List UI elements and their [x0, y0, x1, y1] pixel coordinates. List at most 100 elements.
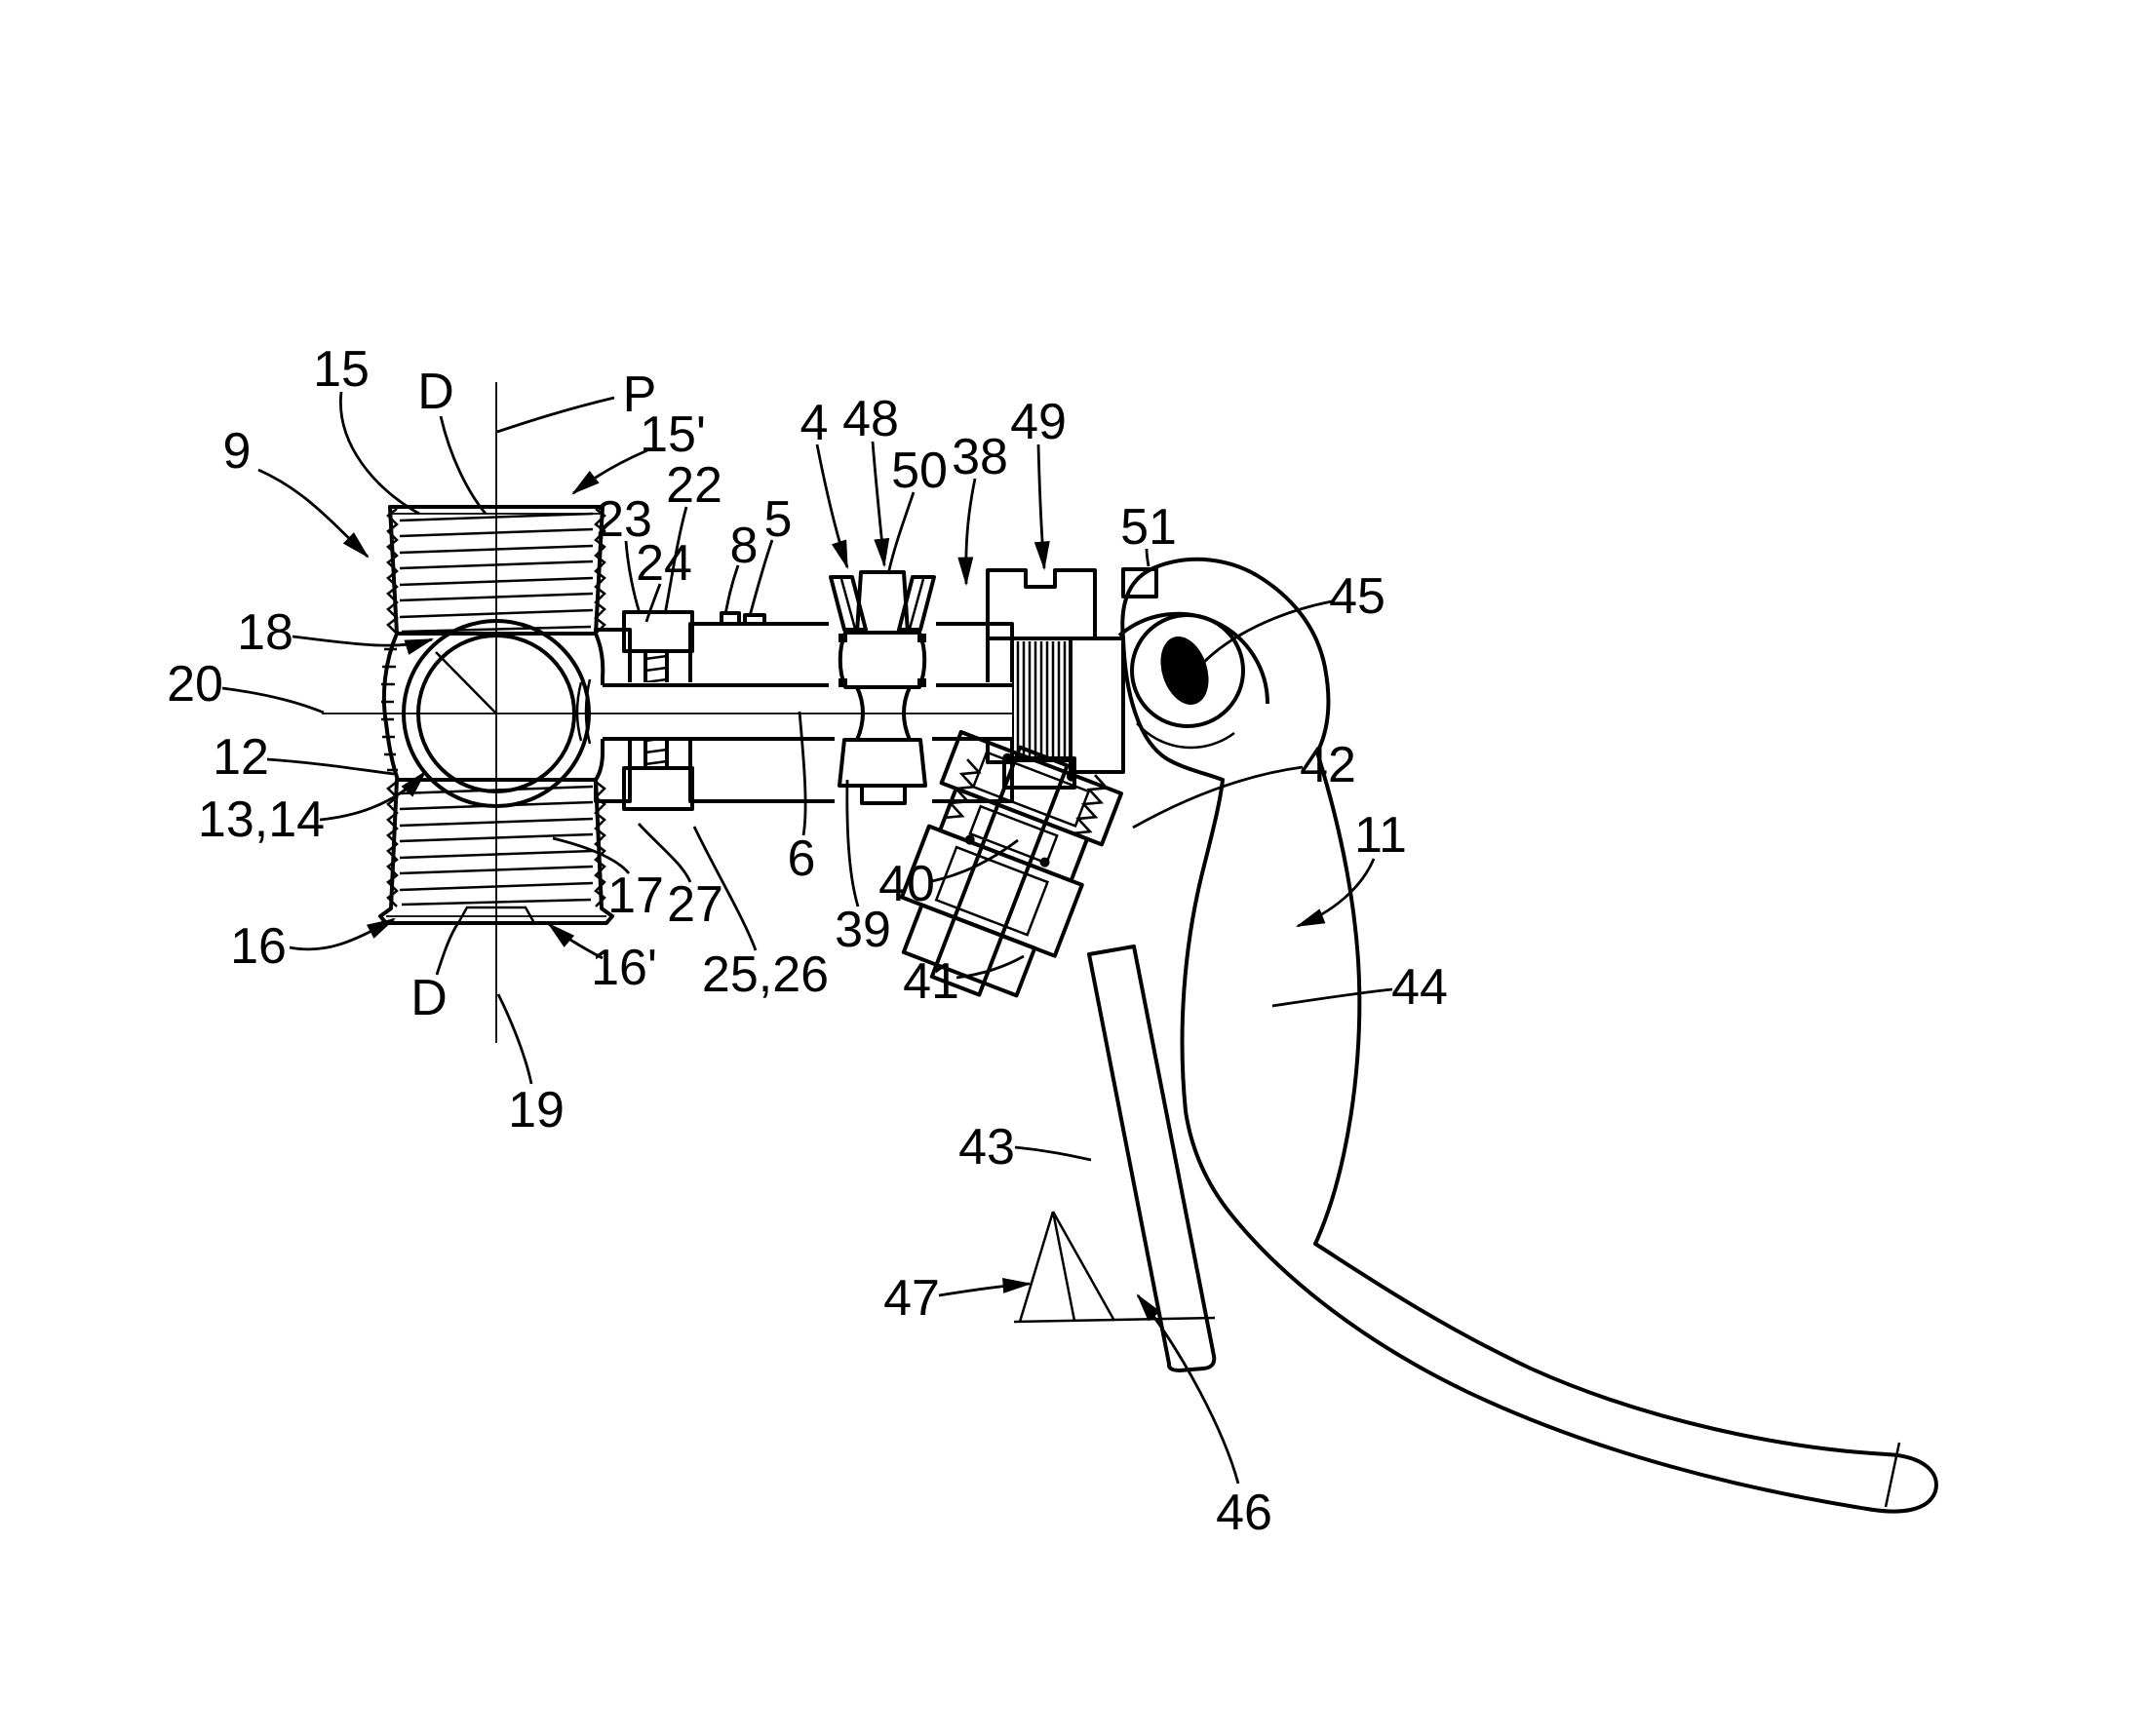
pivot-lower-arc — [1136, 722, 1235, 750]
ref-label-48-11: 48 — [842, 391, 899, 447]
ref-label-23-6: 23 — [596, 491, 652, 548]
leader-line-17-25 — [552, 836, 631, 874]
ref-label-18-17: 18 — [237, 604, 293, 661]
leader-line-42-32 — [1132, 765, 1304, 829]
valve-seat-ring-1 — [575, 681, 583, 742]
cartridge-spring-left — [944, 758, 982, 820]
ref-label-17-25: 17 — [607, 868, 664, 924]
mounting-bracket — [1013, 1211, 1216, 1324]
leader-line-47-36 — [938, 1277, 1033, 1297]
screw-plug — [986, 568, 1097, 640]
leader-line-39-29 — [845, 779, 860, 907]
leader-line-16-24 — [547, 922, 604, 960]
leader-line-D-22 — [435, 922, 460, 976]
union-nut-top — [622, 610, 694, 653]
leader-line-24-7 — [644, 583, 662, 623]
leader-line-40-30 — [931, 838, 1019, 883]
ref-label-20-18: 20 — [167, 656, 223, 713]
body-port-stub-2 — [743, 613, 766, 626]
spring-coils — [1016, 641, 1067, 757]
body-collar — [1069, 637, 1125, 774]
upper-thread-left-crests — [386, 508, 399, 635]
lever-spring-notch — [1121, 567, 1158, 598]
ref-label-49-14: 49 — [1010, 394, 1067, 450]
fitting-left-profile — [381, 633, 400, 781]
cartridge-plunger — [929, 745, 1070, 997]
ref-label-38-13: 38 — [952, 429, 1008, 485]
ref-label-43-35: 43 — [958, 1119, 1015, 1176]
leader-line-D-2 — [439, 415, 488, 515]
seal-4 — [917, 678, 926, 687]
leader-line-11-33 — [1295, 858, 1376, 928]
leader-line-2526-27 — [692, 826, 758, 951]
ref-label-4-10: 4 — [800, 395, 829, 451]
ref-label-41-31: 41 — [903, 953, 959, 1010]
ref-label-P-3: P — [623, 366, 657, 423]
fitting-facets — [381, 647, 398, 772]
seal-3 — [838, 678, 847, 687]
leader-line-19-23 — [496, 993, 533, 1085]
upper-thread-right-crests — [594, 508, 606, 635]
ref-label-40-30: 40 — [878, 856, 935, 912]
leader-line-12-19 — [266, 757, 395, 776]
ref-label-51-15: 51 — [1120, 499, 1177, 556]
ref-label-11-33: 11 — [1354, 807, 1407, 864]
valve-body-section — [594, 568, 1125, 811]
leader-line-15-4 — [571, 448, 648, 495]
union-nut-bottom — [622, 766, 694, 811]
cartridge-window-1 — [971, 751, 1091, 829]
centerlines — [322, 382, 1012, 1043]
leader-line-20-18 — [221, 686, 325, 714]
leader-line-4-10 — [815, 444, 849, 570]
ref-label-D-2: D — [417, 364, 454, 420]
valve-seat-ring-2 — [584, 678, 592, 745]
leader-line-43-35 — [1014, 1145, 1092, 1162]
ref-label-47-36: 47 — [883, 1270, 940, 1327]
ref-label-27-26: 27 — [667, 876, 723, 933]
ref-label-16-24: 16' — [591, 940, 657, 996]
leader-line-44-34 — [1271, 987, 1393, 1008]
lower-thread-right-crests — [594, 781, 606, 907]
ref-label-12-19: 12 — [213, 729, 269, 786]
spool-ear-left — [829, 575, 868, 632]
ref-label-6-28: 6 — [788, 830, 816, 887]
ref-label-39-29: 39 — [835, 902, 891, 958]
ref-label-8-8: 8 — [730, 518, 759, 574]
cartridge-window-3 — [934, 845, 1050, 937]
cartridge-mid-ring — [938, 787, 1090, 883]
hand-lever — [1117, 557, 1938, 1514]
lower-thread-left-crests — [386, 781, 399, 907]
leader-line-8-8 — [723, 564, 740, 615]
body-port-stub-1 — [720, 611, 741, 626]
pivot-pin — [1160, 637, 1209, 705]
leader-line-1314-20 — [319, 770, 427, 822]
leader-line-41-31 — [956, 954, 1025, 980]
leader-line-50-12 — [886, 491, 916, 575]
ref-label-15-1: 15 — [313, 341, 370, 398]
cartridge-nut — [901, 903, 1037, 998]
pivot-slot-arc — [1117, 611, 1270, 705]
leader-line-15-1 — [339, 391, 420, 516]
leader-line-45-16 — [1202, 599, 1333, 664]
lower-thread-block — [378, 778, 614, 925]
ref-label-24-7: 24 — [636, 535, 692, 592]
bore-walls — [599, 683, 1012, 741]
ref-label-22-5: 22 — [666, 457, 722, 514]
ref-label-15-4: 15' — [640, 406, 706, 463]
ref-label-9-0: 9 — [223, 423, 252, 480]
push-rod — [1087, 945, 1217, 1372]
leader-line-27-26 — [637, 823, 692, 883]
spool-ear-right — [897, 575, 936, 632]
ref-label-D-22: D — [410, 970, 448, 1026]
outlet-cartridge — [899, 729, 1124, 998]
seal-1 — [838, 634, 847, 642]
bore-channel — [599, 682, 1012, 741]
ball-radius-line — [435, 651, 497, 714]
spool-tail — [860, 784, 907, 805]
ref-label-19-23: 19 — [508, 1082, 565, 1138]
leader-line-6-28 — [798, 711, 807, 836]
ref-label-5-9: 5 — [764, 491, 793, 548]
